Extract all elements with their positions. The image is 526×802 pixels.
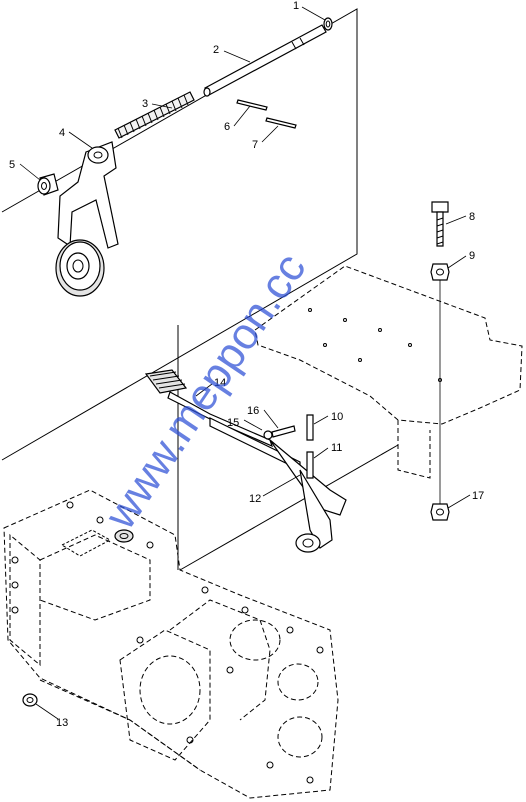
callout-12: 12 (249, 493, 261, 505)
watermark-text: www.meppon.cc (95, 245, 315, 539)
clutch-pedal (144, 369, 273, 448)
callout-1: 1 (293, 0, 299, 12)
pin-10 (306, 414, 314, 441)
snap-ring (323, 17, 333, 31)
callout-labels: 1 2 3 4 5 6 7 8 9 10 11 12 13 14 15 16 1… (9, 0, 484, 729)
callout-15: 15 (227, 417, 239, 429)
hex-bolt (431, 201, 449, 247)
spring-pin-6 (236, 99, 268, 111)
spring-pin-7 (265, 117, 297, 129)
callout-2: 2 (213, 44, 219, 56)
pedal-bolt (263, 425, 296, 440)
callout-6: 6 (224, 121, 230, 133)
callout-7: 7 (252, 139, 258, 151)
callout-17: 17 (472, 490, 484, 502)
callout-5: 5 (9, 159, 15, 171)
compression-spring (114, 91, 195, 139)
lock-collar (37, 173, 59, 196)
upper-inset-panel (1, 8, 358, 461)
transmission-housing (3, 489, 339, 799)
shift-fork (57, 141, 119, 249)
pin-11 (306, 451, 314, 479)
callout-14: 14 (214, 377, 226, 389)
step-platform (179, 265, 523, 571)
shift-shaft (203, 24, 327, 97)
callout-16: 16 (247, 405, 259, 417)
leader-lines (19, 6, 471, 720)
clutch-sleeve (55, 239, 105, 297)
callout-3: 3 (142, 98, 148, 110)
cross-shaft (209, 417, 347, 553)
callout-4: 4 (59, 127, 65, 139)
callout-9: 9 (469, 250, 475, 262)
callout-11: 11 (331, 442, 342, 454)
hex-nut-17 (430, 503, 450, 521)
drain-plug (22, 693, 38, 707)
callout-10: 10 (331, 411, 343, 423)
callout-13: 13 (56, 717, 68, 729)
callout-8: 8 (469, 211, 475, 223)
hex-nut-9 (430, 263, 450, 281)
